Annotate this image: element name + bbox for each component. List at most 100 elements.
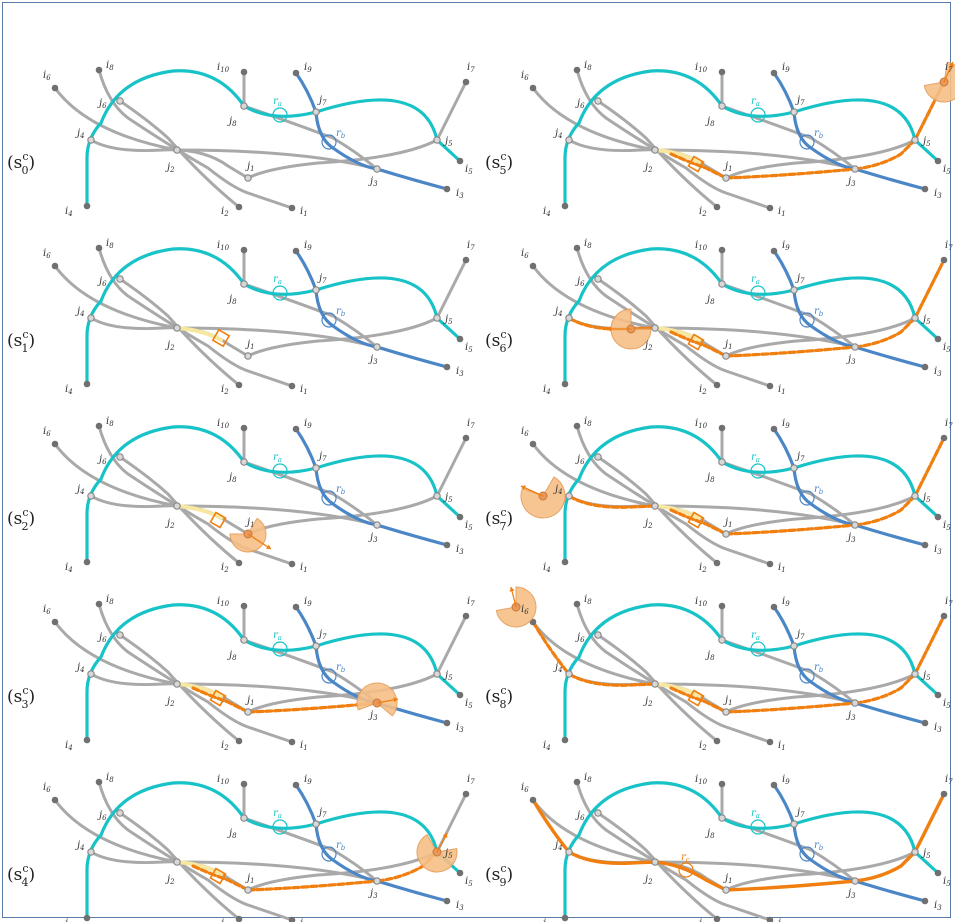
junction-j6 bbox=[116, 275, 124, 283]
junction-j4 bbox=[87, 848, 95, 856]
terminal-i4 bbox=[83, 380, 91, 388]
terminal-i3 bbox=[921, 897, 929, 905]
edge-g_j1j3 bbox=[246, 258, 468, 358]
terminal-i3 bbox=[921, 719, 929, 727]
terminal-i9 bbox=[770, 247, 778, 255]
node-label-j3: j3 bbox=[846, 532, 856, 544]
robot-label-ra: ra bbox=[751, 274, 760, 286]
robot-ra-marker bbox=[272, 107, 288, 123]
junction-j3 bbox=[851, 165, 859, 173]
junction-j7 bbox=[790, 464, 798, 472]
terminal-i8 bbox=[95, 600, 103, 608]
node-label-j8: j8 bbox=[705, 294, 715, 306]
route-cyan bbox=[85, 69, 462, 208]
robot-rb-marker bbox=[799, 134, 815, 150]
node-label-i6: i6 bbox=[521, 426, 529, 438]
junction-j7 bbox=[312, 820, 320, 828]
junction-j7 bbox=[790, 108, 798, 116]
terminal-i8 bbox=[95, 244, 103, 252]
terminal-i4 bbox=[83, 736, 91, 744]
node-label-i10: i10 bbox=[217, 774, 230, 786]
node-label-i5: i5 bbox=[943, 698, 951, 710]
planned-route-j5toi7 bbox=[913, 258, 946, 320]
terminal-i3 bbox=[921, 363, 929, 371]
terminal-i2 bbox=[713, 737, 721, 745]
node-label-i4: i4 bbox=[65, 740, 73, 752]
edge-g_i8i1 bbox=[575, 424, 772, 566]
route-cyan bbox=[85, 425, 462, 564]
planned-route-j2toj1 bbox=[669, 508, 728, 536]
node-label-j1: j1 bbox=[723, 695, 733, 707]
node-label-i2: i2 bbox=[699, 206, 707, 218]
planned-route-j3toj5 bbox=[853, 494, 917, 527]
state-sup: c bbox=[500, 862, 506, 875]
state-sup: c bbox=[22, 862, 28, 875]
node-label-i1: i1 bbox=[778, 918, 786, 922]
terminal-i9 bbox=[292, 247, 300, 255]
terminal-i2 bbox=[713, 915, 721, 922]
edge-g_i6j3 bbox=[53, 86, 379, 171]
junction-j2 bbox=[651, 146, 659, 154]
state-sub: 8 bbox=[500, 698, 507, 711]
terminal-i5 bbox=[934, 691, 942, 699]
node-label-j4: j4 bbox=[553, 484, 563, 496]
terminal-i7 bbox=[940, 612, 948, 620]
planned-route-j1toj3 bbox=[724, 345, 857, 358]
terminal-i9 bbox=[770, 603, 778, 611]
junction-j8 bbox=[718, 280, 726, 288]
terminal-i9 bbox=[770, 425, 778, 433]
junction-j8 bbox=[718, 636, 726, 644]
node-label-j6: j6 bbox=[575, 632, 585, 644]
terminal-i1 bbox=[766, 916, 774, 922]
node-label-i3: i3 bbox=[934, 722, 942, 734]
node-label-j4: j4 bbox=[75, 484, 85, 496]
robot-rc-marker bbox=[209, 511, 227, 529]
junction-j3 bbox=[373, 521, 381, 529]
terminal-i3 bbox=[443, 541, 451, 549]
heading-arrow-head bbox=[607, 326, 612, 332]
node-label-i8: i8 bbox=[106, 238, 114, 250]
node-label-j1: j1 bbox=[723, 517, 733, 529]
node-label-i9: i9 bbox=[304, 62, 312, 74]
junction-j8 bbox=[240, 458, 248, 466]
node-label-i7: i7 bbox=[945, 418, 953, 430]
terminal-i8 bbox=[573, 600, 581, 608]
route-blue bbox=[294, 605, 449, 725]
junction-j4 bbox=[565, 848, 573, 856]
edge-g_i8i1 bbox=[575, 246, 772, 388]
terminal-i1 bbox=[288, 916, 296, 922]
junction-j1 bbox=[244, 886, 252, 894]
node-label-i10: i10 bbox=[695, 418, 708, 430]
terminal-i10 bbox=[240, 602, 248, 610]
terminal-i5 bbox=[934, 513, 942, 521]
edge-g_j6i2 bbox=[118, 455, 241, 565]
node-label-i10: i10 bbox=[695, 240, 708, 252]
robot-rb-marker bbox=[799, 668, 815, 684]
junction-j3 bbox=[373, 877, 381, 885]
robot-rb-marker bbox=[799, 312, 815, 328]
node-label-j3: j3 bbox=[368, 354, 378, 366]
junction-j8 bbox=[240, 280, 248, 288]
terminal-i8 bbox=[573, 66, 581, 74]
edge-g_j1j3 bbox=[246, 436, 468, 536]
junction-j6 bbox=[594, 631, 602, 639]
state-sup: c bbox=[22, 328, 28, 341]
junction-j5 bbox=[911, 492, 919, 500]
node-label-j2: j2 bbox=[643, 162, 653, 174]
planned-route-j1toj3 bbox=[724, 701, 857, 714]
terminal-i10 bbox=[718, 246, 726, 254]
terminal-i6 bbox=[51, 796, 59, 804]
junction-j1 bbox=[722, 530, 730, 538]
node-label-i7: i7 bbox=[945, 774, 953, 786]
state-sub: 6 bbox=[500, 342, 507, 355]
junction-j8 bbox=[240, 102, 248, 110]
node-label-j6: j6 bbox=[97, 810, 107, 822]
reserved-segment bbox=[653, 504, 701, 520]
planned-route-j3toj5 bbox=[853, 672, 917, 705]
terminal-i4 bbox=[83, 914, 91, 922]
node-label-j5: j5 bbox=[921, 848, 931, 860]
